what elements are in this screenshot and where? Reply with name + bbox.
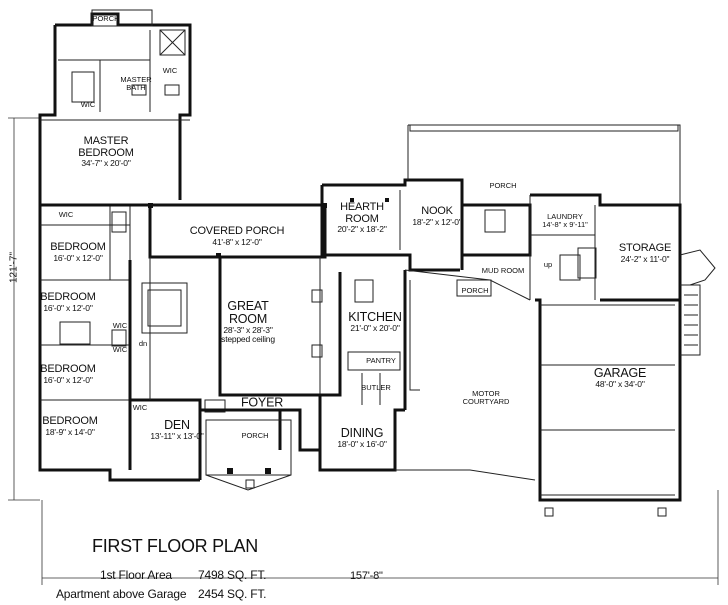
wic-den-label: WIC — [132, 403, 148, 413]
bedroom2-label: BEDROOM 16'-0" x 12'-0" — [40, 290, 96, 313]
front-walls — [128, 400, 322, 491]
stair-down-label: dn — [138, 339, 148, 349]
area-label-1: 1st Floor Area — [100, 568, 172, 582]
wic-bedroom1-label: WIC — [58, 210, 74, 220]
wic-master-right-label: WIC — [162, 66, 178, 76]
laundry-label: LAUNDRY 14'-8" x 9'-11" — [542, 212, 588, 229]
wic-bedroom2-label: WIC — [112, 321, 128, 331]
master-bedroom-label: MASTER BEDROOM 34'-7" x 20'-0" — [78, 134, 134, 169]
storage-label: STORAGE 24'-2" x 11'-0" — [618, 241, 672, 264]
service-walls — [407, 124, 716, 300]
plan-title: FIRST FLOOR PLAN — [92, 536, 258, 556]
garage-walls — [395, 269, 701, 517]
hearth-room-label: HEARTH ROOM 20'-2" x 18'-2" — [337, 200, 387, 235]
porch-rear-label: PORCH — [489, 181, 517, 191]
kitchen-area-walls — [318, 178, 464, 472]
foyer-label: FOYER — [240, 395, 284, 410]
dining-label: DINING 18'-0" x 16'-0" — [337, 425, 387, 450]
nook-label: NOOK 18'-2" x 12'-0" — [412, 204, 462, 227]
garage-label: GARAGE 48'-0" x 34'-0" — [593, 365, 647, 390]
columns — [148, 198, 389, 474]
motor-courtyard-label: MOTOR COURTYARD — [462, 389, 510, 406]
dimension-lines — [8, 117, 719, 585]
overall-depth-dimension: 121'-7" — [8, 251, 20, 284]
area-label-2: Apartment above Garage — [56, 587, 187, 601]
butler-label: BUTLER — [361, 383, 391, 393]
porch-top-label: PORCH — [92, 14, 120, 24]
area-value-1: 7498 SQ. FT. — [198, 568, 267, 582]
porch-front-label: PORCH — [241, 431, 269, 441]
pantry-label: PANTRY — [366, 356, 396, 366]
area-value-2: 2454 SQ. FT. — [198, 587, 267, 601]
wic-master-left-label: WIC — [80, 100, 96, 110]
great-room-label: GREAT ROOM 28'-3" x 28'-3" stepped ceili… — [221, 298, 275, 345]
kitchen-label: KITCHEN 21'-0" x 20'-0" — [348, 309, 402, 334]
covered-porch-label: COVERED PORCH 41'-8" x 12'-0" — [189, 224, 285, 247]
overall-width-dimension: 157'-8" — [350, 570, 383, 582]
bedroom3-label: BEDROOM 16'-0" x 12'-0" — [40, 362, 96, 385]
wic-bedroom3-label: WIC — [112, 345, 128, 355]
stair-up-label: up — [543, 260, 553, 270]
center-walls — [128, 203, 327, 480]
master-wing-walls — [38, 9, 192, 205]
bedroom1-label: BEDROOM 16'-0" x 12'-0" — [50, 240, 106, 263]
bedroom4-label: BEDROOM 18'-9" x 14'-0" — [42, 414, 98, 437]
mud-room-label: MUD ROOM — [481, 266, 525, 276]
porch-mud-label: PORCH — [461, 286, 489, 296]
den-label: DEN 13'-11" x 13'-0" — [150, 417, 204, 442]
